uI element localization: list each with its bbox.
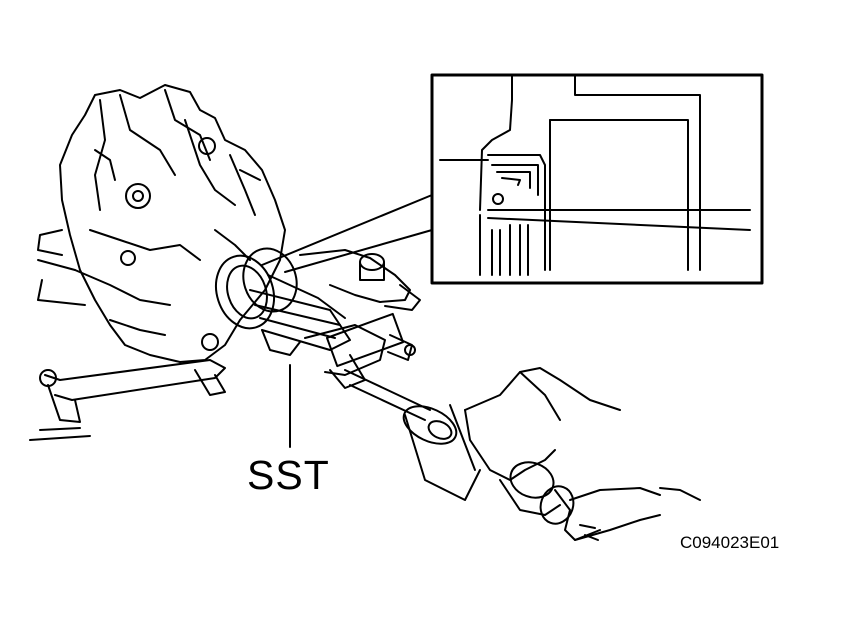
hands <box>464 367 701 541</box>
figure-code: C094023E01 <box>680 533 780 552</box>
callout-leader <box>261 194 433 273</box>
oil-seal <box>215 247 298 330</box>
transfer-case-housing <box>37 84 286 363</box>
slide-hammer-shaft <box>344 369 431 421</box>
slide-hammer-weight <box>402 404 481 501</box>
sst-puller <box>249 274 416 389</box>
mount-bracket <box>299 249 421 311</box>
sst-label: SST <box>247 452 330 498</box>
vehicle-frame <box>29 259 226 441</box>
inset-detail-box <box>430 73 764 285</box>
